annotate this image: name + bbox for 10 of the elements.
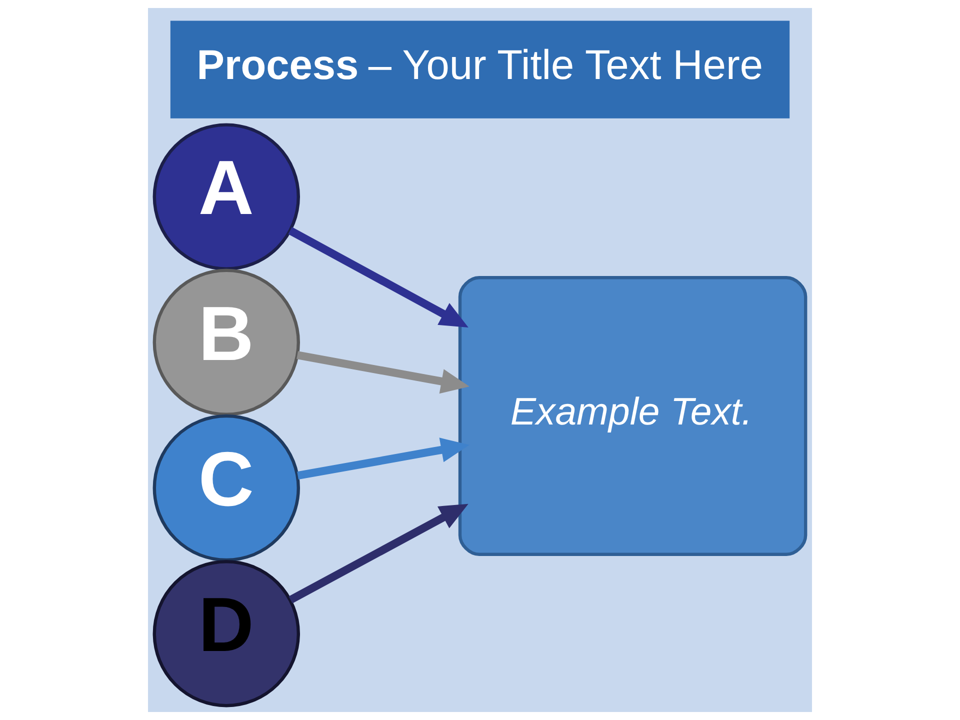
node-circle: C	[152, 414, 300, 562]
node-circle: D	[152, 560, 300, 708]
node-circle: A	[152, 123, 300, 270]
arrow	[288, 227, 468, 328]
diagram-title: Process – Your Title Text Here	[196, 40, 763, 88]
node-box: Example Text.	[458, 276, 808, 556]
node-circle: B	[152, 268, 300, 416]
arrow	[297, 438, 470, 480]
arrow	[296, 351, 470, 394]
arrow	[288, 504, 468, 604]
